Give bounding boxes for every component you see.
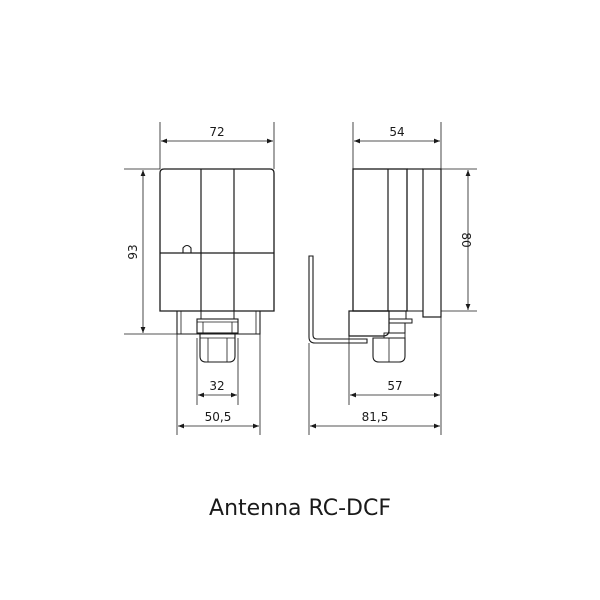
total-depth-label: 81,5 bbox=[362, 410, 389, 424]
side-body bbox=[352, 168, 408, 312]
side-dimensions bbox=[308, 122, 477, 435]
side-view bbox=[308, 168, 442, 363]
figure-caption: Antenna RC-DCF bbox=[209, 496, 391, 521]
mounting-bracket bbox=[308, 255, 368, 344]
front-gland-cap bbox=[199, 333, 236, 363]
front-body bbox=[159, 168, 275, 312]
side-gland-cap bbox=[372, 337, 406, 363]
led-bump bbox=[182, 244, 192, 253]
front-dimensions bbox=[124, 122, 275, 435]
side-back-plate bbox=[422, 168, 442, 318]
front-view bbox=[159, 168, 275, 363]
gland-width-label: 32 bbox=[209, 379, 224, 393]
front-width-label: 72 bbox=[209, 125, 224, 139]
gland-offset-label: 57 bbox=[387, 379, 402, 393]
front-gland-nut bbox=[196, 318, 239, 334]
base-width-label: 50,5 bbox=[205, 410, 232, 424]
front-height-label: 93 bbox=[126, 244, 140, 259]
side-depth-label: 54 bbox=[389, 125, 404, 139]
front-gland-neck bbox=[200, 310, 235, 320]
side-height-label: 80 bbox=[459, 232, 473, 247]
